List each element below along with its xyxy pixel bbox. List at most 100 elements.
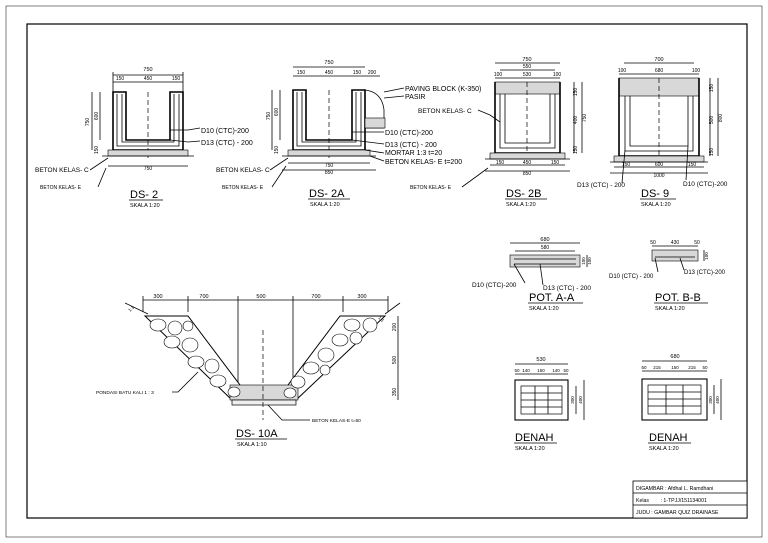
ds2b-dim-bw2: 450: [523, 160, 532, 166]
ds2b-dim-b: 530: [523, 72, 532, 78]
ds9-dim-b: 680: [655, 68, 664, 74]
denah1-dim-c: 150: [537, 368, 545, 373]
section-denah-1: 530 50 140 150 140 50 300 400 DENAH SKAL…: [514, 357, 585, 452]
ds2b-label-beton-c: BETON KELAS- C: [418, 108, 472, 115]
ds9-dim-base: 150: [709, 148, 715, 157]
titleblock-drawn: DIGAMBAR : Afdhal L. Ramdhani: [636, 486, 713, 492]
denah1-dim-a: 50: [514, 368, 520, 373]
ds2b-dim-h3: 150: [573, 88, 579, 97]
ds9-dim-c: 100: [692, 68, 701, 74]
ds2a-dim-c: 150: [353, 70, 362, 76]
ds2-scale: SKALA 1:20: [130, 203, 160, 209]
ds2b-dim-a: 100: [494, 72, 503, 78]
ds9-dim-bw3: 150: [688, 162, 697, 168]
ds2-dim-h1: 750: [85, 118, 91, 127]
ds2a-dim-w: 750: [324, 60, 333, 66]
potb-dim-c: 50: [694, 240, 700, 246]
pota-dim-h1: 100: [587, 257, 592, 265]
ds2b-dim-bw3: 150: [551, 160, 560, 166]
potb-label-d13: D13 (CTC)-200: [684, 270, 726, 276]
ds2a-title: DS- 2A: [309, 188, 345, 200]
ds2a-dim-bw2: 850: [325, 170, 334, 176]
potb-dim-h: 100: [704, 252, 709, 260]
inner-border: [26, 23, 748, 519]
ds2-dim-c: 150: [172, 76, 181, 82]
ds2-label-d13: D13 (CTC) - 200: [201, 140, 253, 147]
ds2a-dim-h1: 750: [266, 112, 272, 121]
section-denah-2: 680 50 215 150 215 50 300 400 DENAH SKAL…: [641, 354, 722, 452]
ds2b-dim-w2: 550: [523, 64, 532, 70]
pota-dim-h2: 100: [581, 257, 586, 265]
ds2b-dim-h1: 750: [582, 114, 588, 123]
ds10a-dim-h2: 500: [392, 356, 398, 365]
ds9-dim-w: 700: [654, 57, 663, 63]
denah2-title: DENAH: [649, 432, 688, 444]
pota-label-d13: D13 (CTC) - 200: [543, 285, 591, 292]
ds9-label-d13: D13 (CTC) - 200: [577, 182, 625, 189]
potb-scale: SKALA 1:20: [655, 306, 685, 312]
ds2b-label-beton-e: BETON KELAS- E: [410, 185, 452, 191]
ds2-dim-w: 750: [143, 67, 152, 73]
ds2-label-d10: D10 (CTC)-200: [201, 128, 249, 135]
ds10a-dim-b: 700: [199, 294, 208, 300]
denah2-dim-h2: 400: [715, 396, 720, 404]
potb-dim-a: 50: [650, 240, 656, 246]
ds9-dim-h3: 150: [709, 84, 715, 93]
section-ds2: 750 150 450 150 750 750 600 150 D10 (CTC…: [35, 67, 253, 209]
ds9-dim-bw4: 1000: [653, 173, 664, 179]
ds9-dim-a: 100: [618, 68, 627, 74]
ds2-dim-b: 450: [144, 76, 153, 82]
ds10a-dim-c: 500: [256, 294, 265, 300]
section-pot-aa: 680 580 100 100 D10 (CTC)-200 D13 (CTC) …: [472, 237, 592, 312]
ds2b-title: DS- 2B: [506, 188, 541, 200]
outer-border: [5, 5, 763, 538]
denah2-dim-e: 50: [702, 365, 708, 370]
pota-scale: SKALA 1:20: [529, 306, 559, 312]
ds10a-dim-d: 700: [311, 294, 320, 300]
ds9-scale: SKALA 1:20: [641, 202, 671, 208]
ds2a-dim-h2: 600: [274, 108, 280, 117]
potb-label-d10: D10 (CTC) - 200: [609, 274, 654, 280]
ds2a-label-beton-c: BETON KELAS- C: [216, 167, 270, 174]
pota-dim-b: 580: [541, 245, 550, 251]
ds2-dim-h2: 600: [94, 112, 100, 121]
pota-dim-w: 680: [540, 237, 549, 243]
ds9-label-d10: D10 (CTC)-200: [683, 181, 728, 188]
denah1-dim-h2: 400: [578, 396, 583, 404]
ds2b-dim-c: 100: [553, 72, 562, 78]
pota-label-d10: D10 (CTC)-200: [472, 282, 517, 289]
section-ds2a: 750 150 450 150 200 750 850 750 600 150 …: [216, 60, 481, 208]
ds10a-dim-h3: 350: [392, 388, 398, 397]
title-block: DIGAMBAR : Afdhal L. Ramdhani Kelas : 1-…: [632, 480, 748, 519]
ds2a-dim-base: 150: [274, 146, 280, 155]
pota-title: POT. A-A: [529, 292, 575, 304]
ds10a-slope-left: 1:1: [127, 304, 135, 312]
ds9-dim-h2: 500: [709, 116, 715, 125]
denah2-dim-c: 150: [671, 365, 679, 370]
titleblock-judul: JUDU : GAMBAR QUIZ DRAINASE: [636, 510, 719, 516]
ds2-title: DS- 2: [130, 189, 158, 201]
ds2b-dim-base: 150: [573, 146, 579, 155]
ds2b-dim-w: 750: [522, 57, 531, 63]
ds2a-label-pasir: PASIR: [405, 94, 426, 101]
ds10a-label-beton: BETON KELAS-E t=50: [312, 418, 361, 424]
ds2a-label-paving: PAVING BLOCK (K-350): [405, 86, 481, 93]
denah2-dim-h1: 300: [708, 396, 713, 404]
ds2a-scale: SKALA 1:20: [310, 202, 340, 208]
denah1-scale: SKALA 1:20: [515, 446, 545, 452]
denah1-dim-h1: 300: [570, 396, 575, 404]
ds2-label-beton-e: BETON KELAS- E: [40, 185, 82, 191]
section-pot-bb: 50 430 50 100 D10 (CTC) - 200 D13 (CTC)-…: [609, 240, 726, 312]
ds2a-label-beton-e: BETON KELAS- E: [222, 185, 264, 191]
ds2a-dim-a: 150: [297, 70, 306, 76]
ds2a-dim-b: 450: [325, 70, 334, 76]
ds9-dim-h1: 800: [718, 114, 724, 123]
ds2a-label-d13: D13 (CTC) - 200: [385, 142, 437, 149]
ds10a-scale: SKALA 1:10: [237, 442, 267, 448]
denah1-dim-e: 50: [563, 368, 569, 373]
titleblock-kelas: Kelas : 1-TPJJ/151134001: [636, 498, 707, 504]
ds10a-dim-e: 300: [357, 294, 366, 300]
ds10a-dim-a: 300: [153, 294, 162, 300]
denah2-dim-w: 680: [670, 354, 679, 360]
